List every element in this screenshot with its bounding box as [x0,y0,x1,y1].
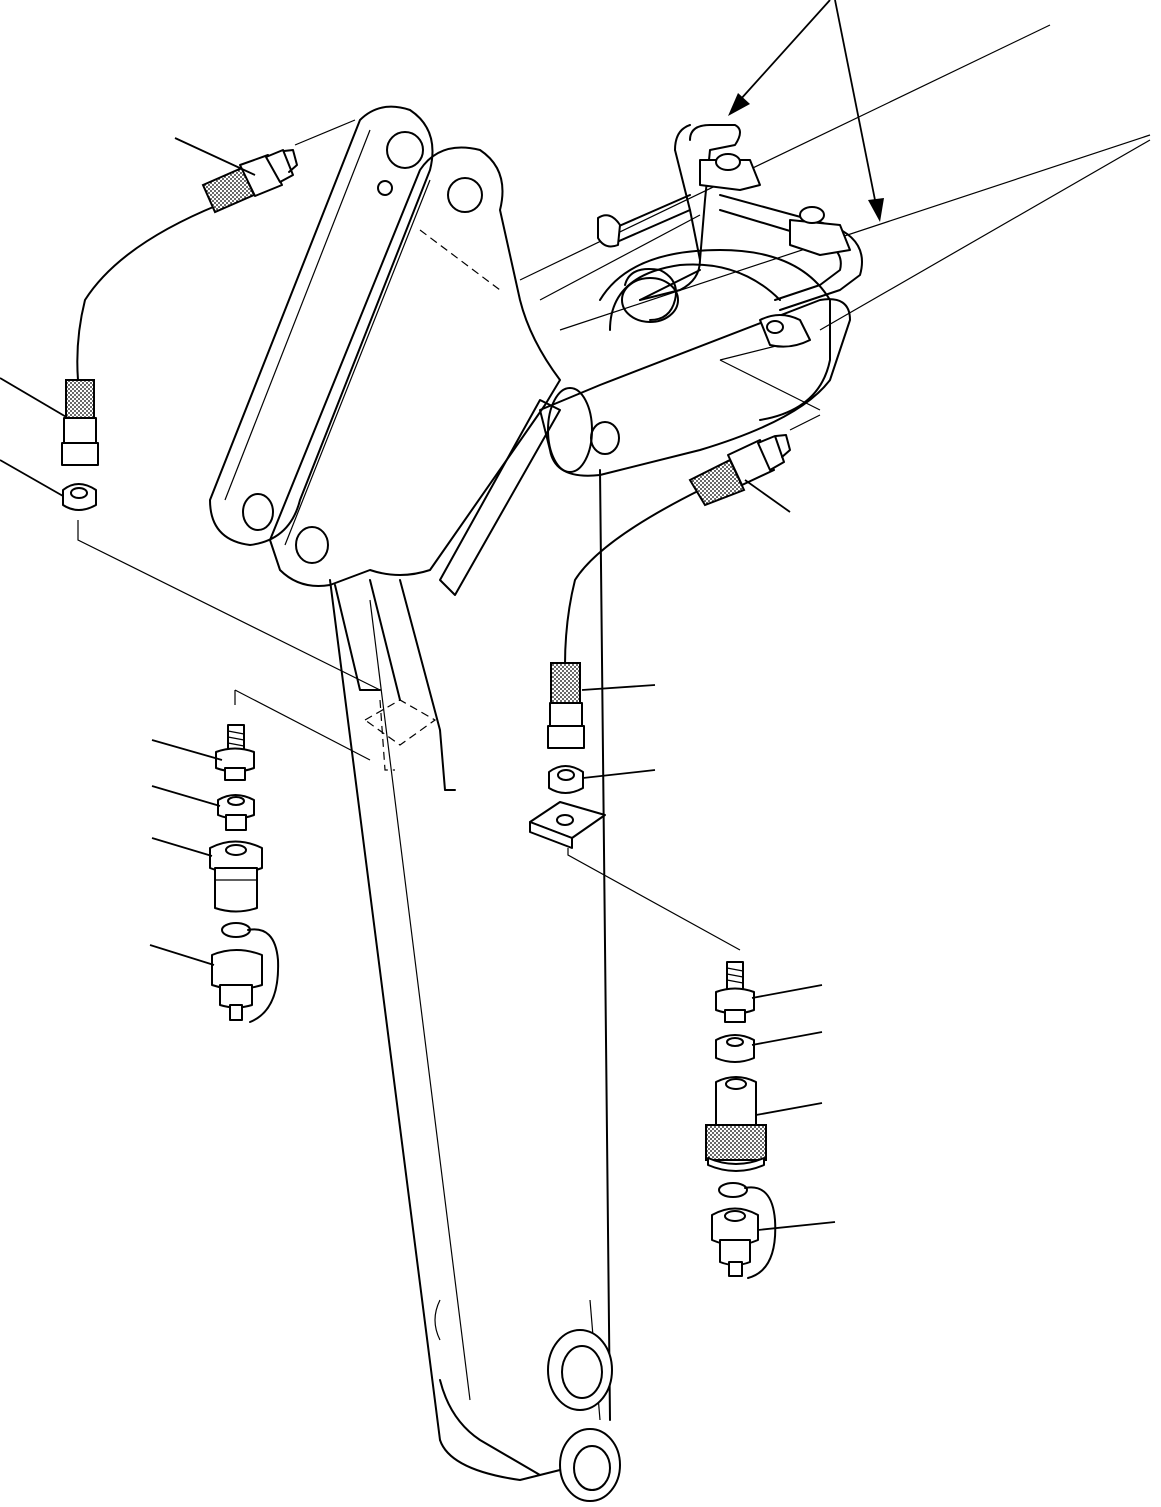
hose-right [529,414,821,951]
callout-arrows [728,0,884,222]
boom [519,24,1151,331]
boom-pin-housing [539,249,851,477]
leader-hose-right-bottom [581,684,656,691]
leader-nut-left [0,459,64,497]
leader-hose-left-top [174,137,256,176]
leader-washer-right [751,1031,823,1046]
arm-top-plates [209,105,561,791]
leader-stud-right [751,984,823,999]
hose-left [61,119,381,691]
leader-washer-left [151,785,221,807]
leader-adapter-left [151,837,213,857]
boom-piping [597,124,863,348]
leader-coupler-right [755,1102,823,1116]
arm [329,469,621,1502]
leader-cap-left [149,944,215,966]
leader-nut-right [582,769,656,779]
leader-hose-left-bottom [0,377,69,419]
leader-hose-right-top [744,479,791,513]
leader-stud-left [151,739,223,761]
leader-cap-right [757,1221,836,1231]
coupler-left [209,689,371,1023]
coupler-right [705,961,777,1279]
leader-lines [0,137,836,1231]
